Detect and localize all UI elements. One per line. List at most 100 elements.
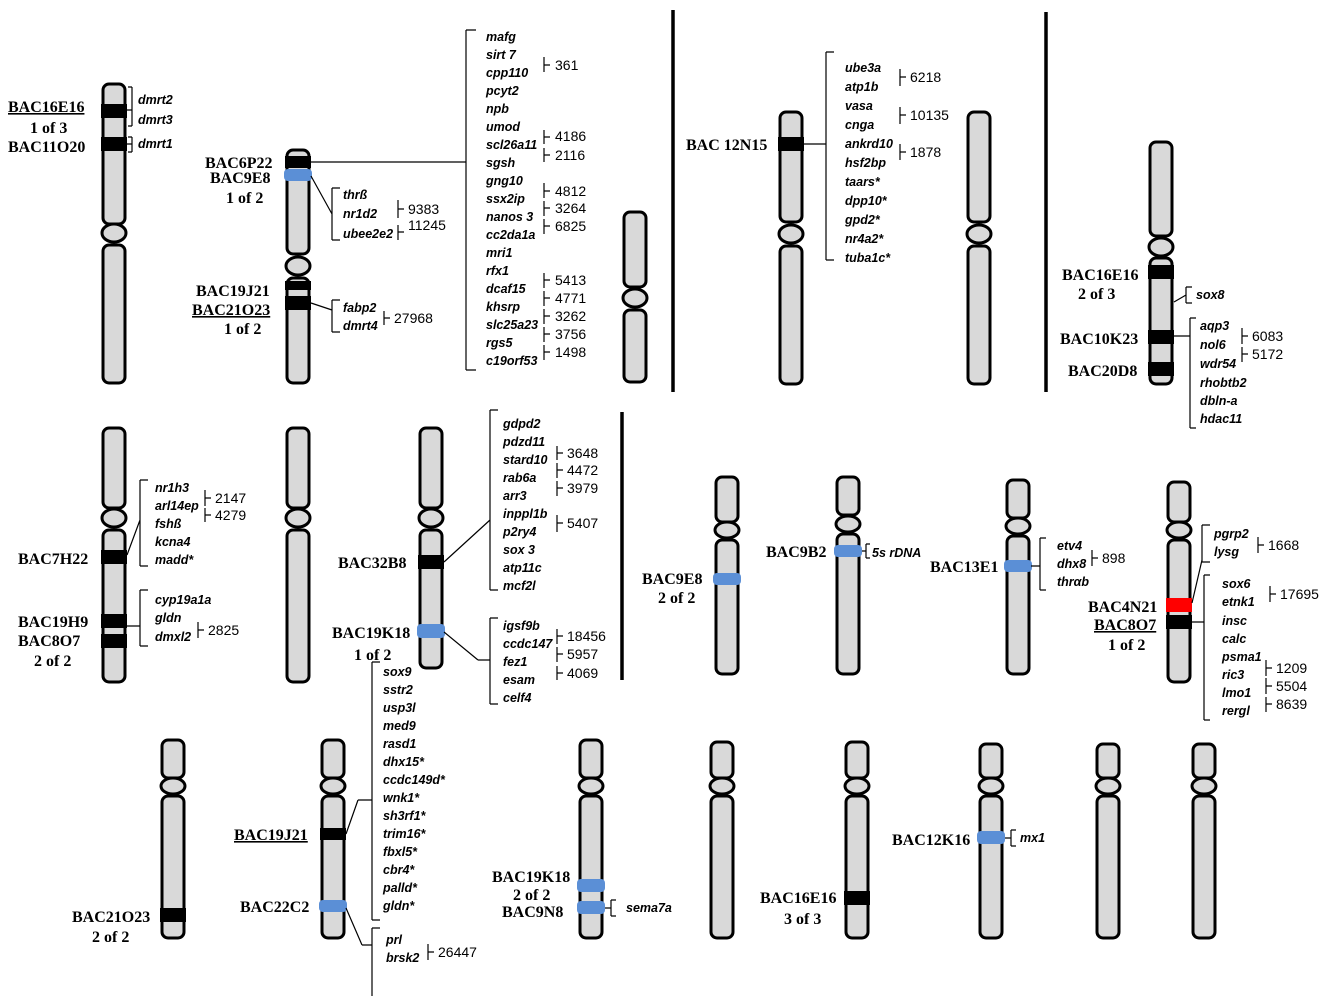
bac-label: BAC21O23 [192,302,270,319]
bac-label: 1 of 2 [224,321,261,338]
marker-bac9n8 [577,901,605,914]
bac-label: BAC7H22 [18,551,88,568]
bac-label: 1 of 3 [30,120,67,137]
gene-label: dpp10* [845,194,888,208]
gene-label: inppl1b [503,507,548,521]
gene-label: cc2da1a [486,228,535,242]
gene-label: tuba1c* [845,251,891,265]
gene-label: ric3 [1222,668,1244,682]
marker-bac8o7 [1166,615,1192,629]
gene-label: nr4a2* [845,232,884,246]
bac-label: BAC16E16 [1062,267,1138,284]
bac-label: BAC12K16 [892,832,970,849]
gene-label: cyp19a1a [155,593,211,607]
gene-label: cnga [845,118,874,132]
number-label: 10135 [910,107,949,123]
bac-label: BAC13E1 [930,559,998,576]
gene-label: sox 3 [503,543,535,557]
gene-label: insc [1222,614,1247,628]
number-label: 4069 [567,665,598,681]
chromosome-10 [713,477,741,674]
gene-label: mcf2l [503,579,536,593]
bac-label: 2 of 2 [34,653,71,670]
chromosome-12 [1004,480,1032,674]
marker-bac16e16 [1148,265,1174,279]
bac-label: BAC16E16 [760,890,836,907]
gene-label: psma1 [1221,650,1262,664]
marker-bac8o7 [101,634,127,648]
number-label: 2825 [208,622,239,638]
gene-label: sh3rf1* [383,809,427,823]
gene-list-g17: sox9 sstr2 usp3l med9 rasd1 dhx15* ccdc1… [382,665,446,913]
gene-list-g16: sox6 etnk1 insc calc psma1 ric3 lmo1 rer… [1221,577,1262,718]
chromosome-11 [834,477,862,674]
bac-label: BAC19K18 [332,625,410,642]
bac-label: BAC4N21 [1088,599,1157,616]
gene-label: nol6 [1200,338,1227,352]
gene-label: gpd2* [844,213,881,227]
gene-label: mafg [486,30,516,44]
bac-label: 1 of 2 [226,190,263,207]
gene-label: calc [1222,632,1246,646]
number-label: 11245 [408,217,446,233]
marker-bac21o23 [160,908,186,922]
chromosome-19 [977,744,1005,938]
number-label: 3264 [555,200,586,216]
gene-label: ccdc149d* [383,773,446,787]
number-label: 1498 [555,344,586,360]
gene-label: ankrd10 [845,137,893,151]
bac-label: 1 of 2 [1108,637,1145,654]
gene-label: gldn [154,611,182,625]
marker-bac16e16 [101,104,127,118]
gene-label: nr1h3 [155,481,189,495]
bac-label: BAC32B8 [338,555,406,572]
chromosome-14 [160,740,186,938]
gene-label: rfx1 [486,264,509,278]
gene-label: ube3a [845,61,881,75]
chromosome-17 [710,742,734,938]
gene-label: wdr54 [1200,357,1236,371]
gene-label: med9 [383,719,416,733]
gene-label: rab6a [503,471,536,485]
number-label: 4812 [555,183,586,199]
gene-label: nr1d2 [343,207,377,221]
gene-label: dcaf15 [486,282,527,296]
gene-label: mx1 [1020,831,1045,845]
number-label: 898 [1102,550,1126,566]
marker-bac22c2 [319,900,347,912]
gene-label: palld* [382,881,418,895]
gene-list-g9: nr1h3 arl14ep fshß kcna4 madd* [155,481,199,567]
number-label: 5957 [567,646,598,662]
chromosome-9 [417,428,445,668]
gene-label: rgs5 [486,336,513,350]
number-label: 5413 [555,272,586,288]
gene-list-g11: gdpd2 pdzd11 stard10 rab6a arr3 inppl1b … [502,417,548,593]
number-label: 18456 [567,628,606,644]
gene-label: sgsh [486,156,516,170]
number-label: 3648 [567,445,598,461]
chromosome-7 [101,428,127,682]
gene-label: dhx8 [1057,557,1086,571]
gene-label: sstr2 [383,683,413,697]
number-label: 26447 [438,944,477,960]
gene-label: sirt 7 [486,48,517,62]
bac-label: 3 of 3 [784,911,821,928]
number-label: 8639 [1276,696,1307,712]
bac-label: 2 of 2 [513,887,550,904]
chromosome-2 [284,150,312,383]
gene-label: mri1 [486,246,512,260]
marker-bac6p22 [285,156,311,168]
gene-label: dmrt1 [138,137,173,151]
gene-label: rergl [1222,704,1250,718]
bac-label: BAC19K18 [492,869,570,886]
marker-bac19k18 [577,879,605,892]
gene-label: thrαb [1057,575,1089,589]
gene-label: brsk2 [386,951,419,965]
marker-bac4n21 [1166,598,1192,612]
gene-label: sox9 [383,665,412,679]
gene-label: atp11c [503,561,542,575]
gene-label: nanos 3 [486,210,533,224]
number-label: 2147 [215,490,246,506]
gene-label: sox6 [1222,577,1252,591]
